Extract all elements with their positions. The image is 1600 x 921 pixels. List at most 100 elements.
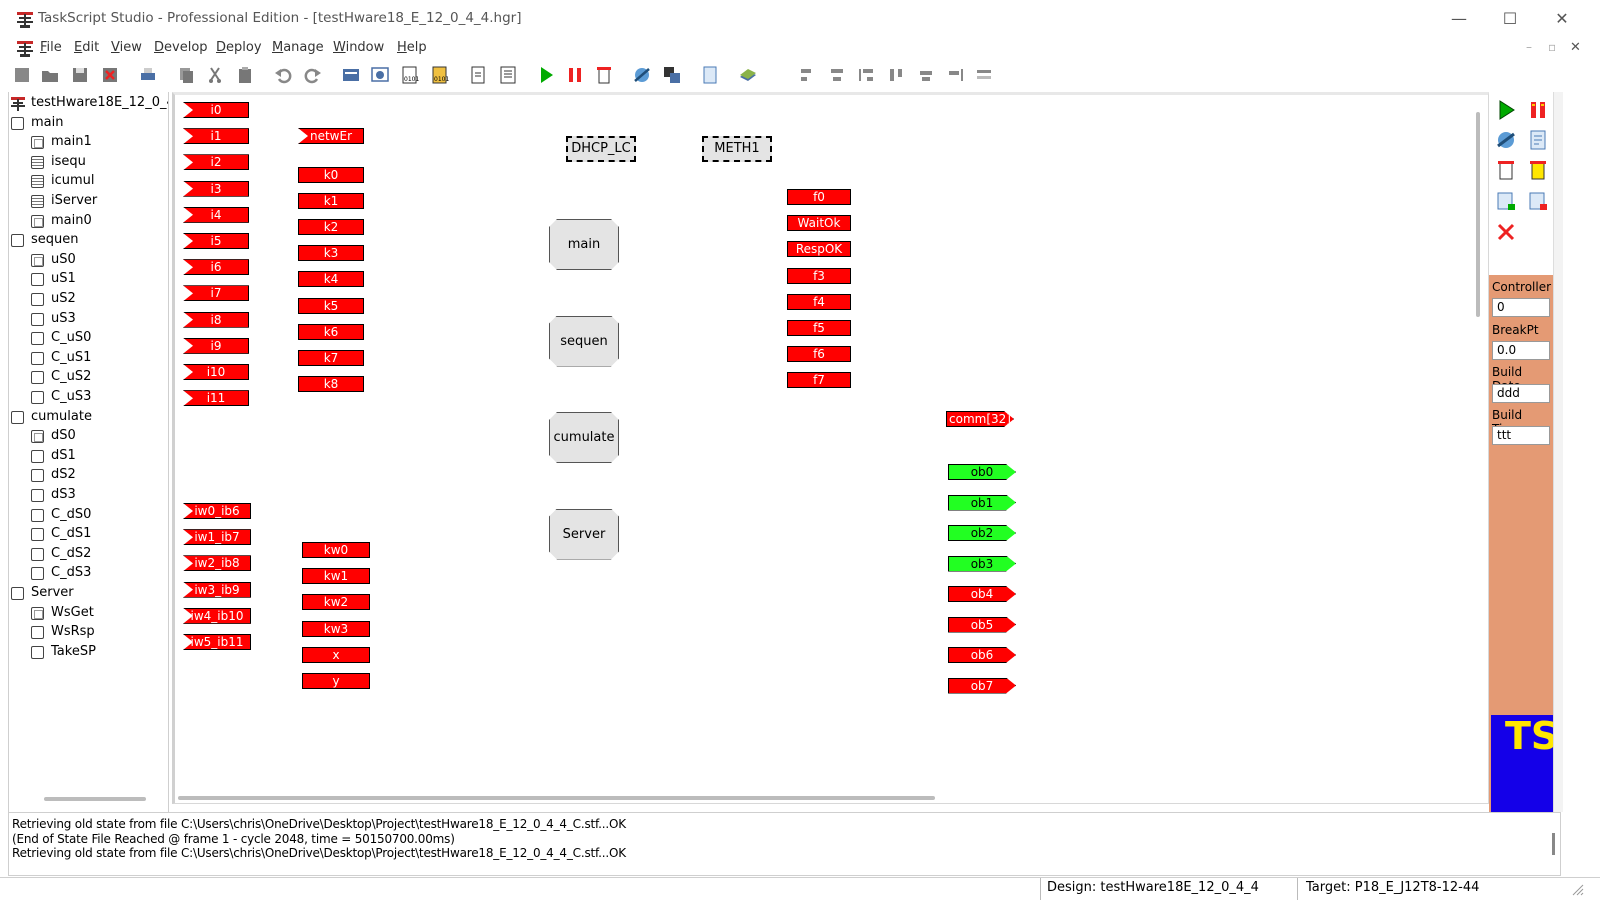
menu-item-manage[interactable]: Manage (272, 40, 324, 55)
state-variable[interactable]: k7 (298, 349, 364, 366)
canvas-vertical-scrollbar[interactable] (1476, 112, 1480, 317)
download-icon[interactable] (370, 65, 390, 85)
input-signal[interactable]: i8 (183, 311, 249, 328)
state-variable[interactable]: k8 (298, 375, 364, 392)
build-date-field[interactable]: ddd (1492, 384, 1550, 403)
input-word-signal[interactable]: iw3_ib9 (183, 581, 251, 598)
flag-variable[interactable]: f6 (787, 346, 851, 363)
input-word-signal[interactable]: iw5_ib11 (183, 634, 251, 650)
output-signal[interactable]: ob5 (948, 617, 1016, 633)
comm-buffer-variable[interactable]: comm[32] (946, 411, 1014, 427)
input-signal[interactable]: i5 (183, 233, 249, 249)
delete-icon[interactable] (1494, 220, 1518, 244)
output-signal[interactable]: ob2 (948, 525, 1016, 541)
connect-icon[interactable] (1494, 128, 1518, 152)
input-signal[interactable]: i11 (183, 390, 249, 407)
project-tree[interactable]: testHware18E_12_0_4_4mainmain1isequicumu… (8, 92, 169, 819)
menu-item-develop[interactable]: Develop (154, 40, 208, 55)
stop-icon[interactable] (594, 65, 614, 85)
pause-icon[interactable] (565, 65, 585, 85)
input-signal[interactable]: i3 (183, 180, 249, 197)
menu-item-deploy[interactable]: Deploy (216, 40, 262, 55)
flag-variable[interactable]: RespOK (787, 241, 851, 258)
open-icon[interactable] (40, 65, 60, 85)
state-variable[interactable]: k1 (298, 193, 364, 210)
book-icon[interactable] (738, 65, 758, 85)
output-signal[interactable]: ob6 (948, 647, 1016, 663)
menu-item-help[interactable]: Help (397, 40, 427, 55)
document-logo-icon[interactable] (16, 40, 34, 58)
compile-icon[interactable] (341, 65, 361, 85)
word-variable[interactable]: y (302, 673, 370, 689)
network-error-variable[interactable]: netwEr (298, 128, 364, 144)
copy-icon[interactable] (176, 65, 196, 85)
word-variable[interactable]: kw3 (302, 620, 370, 637)
refresh-doc-icon[interactable] (1526, 128, 1550, 152)
pause-icon[interactable] (1526, 98, 1550, 122)
align-middle-icon[interactable] (916, 65, 936, 85)
align-left-icon[interactable] (797, 65, 817, 85)
stop-icon[interactable] (1494, 158, 1518, 182)
distribute-icon[interactable] (974, 65, 994, 85)
controller-field[interactable]: 0 (1492, 298, 1550, 317)
flag-variable[interactable]: f5 (787, 320, 851, 336)
log-scrollbar[interactable] (1552, 833, 1555, 855)
word-variable[interactable]: x (302, 646, 370, 663)
mdi-close-button[interactable]: ✕ (1570, 40, 1581, 55)
input-signal[interactable]: i6 (183, 259, 249, 276)
input-signal[interactable]: i9 (183, 337, 249, 354)
align-center-icon[interactable] (827, 65, 847, 85)
hex-export-icon[interactable]: 0101 (430, 65, 450, 85)
input-word-signal[interactable]: iw1_ib7 (183, 529, 251, 546)
output-signal[interactable]: ob1 (948, 495, 1016, 511)
menu-item-view[interactable]: View (111, 40, 142, 55)
input-signal[interactable]: i4 (183, 206, 249, 223)
flag-variable[interactable]: f7 (787, 372, 851, 389)
state-variable[interactable]: k3 (298, 245, 364, 262)
paste-icon[interactable] (235, 65, 255, 85)
align-top-icon[interactable] (886, 65, 906, 85)
minimize-button[interactable]: — (1451, 9, 1467, 28)
connect-icon[interactable] (632, 65, 652, 85)
resize-grip-icon[interactable] (1570, 882, 1584, 896)
monitor-icon[interactable] (662, 65, 682, 85)
mdi-minimize-button[interactable]: – (1526, 40, 1532, 54)
close-file-icon[interactable] (100, 65, 120, 85)
maximize-button[interactable]: ☐ (1502, 9, 1518, 28)
output-log[interactable]: Retrieving old state from file C:\Users\… (8, 812, 1561, 876)
print-icon[interactable] (138, 65, 158, 85)
word-variable[interactable]: kw0 (302, 542, 370, 558)
task-node-sequen[interactable]: sequen (549, 316, 619, 367)
input-word-signal[interactable]: iw4_ib10 (183, 607, 251, 624)
input-signal[interactable]: i7 (183, 285, 249, 302)
output-signal[interactable]: ob7 (948, 678, 1016, 694)
input-word-signal[interactable]: iw2_ib8 (183, 555, 251, 572)
output-signal[interactable]: ob0 (948, 464, 1016, 480)
canvas-horizontal-scrollbar[interactable] (178, 796, 935, 800)
state-variable[interactable]: k0 (298, 167, 364, 183)
align-right-icon[interactable] (857, 65, 877, 85)
state-variable[interactable]: k6 (298, 323, 364, 340)
ethernet-block[interactable]: METH1 (702, 136, 772, 162)
task-node-server[interactable]: Server (549, 509, 619, 560)
download-state-icon[interactable] (1526, 189, 1550, 213)
input-word-signal[interactable]: iw0_ib6 (183, 503, 251, 519)
state-variable[interactable]: k4 (298, 271, 364, 288)
upload-state-icon[interactable] (1494, 189, 1518, 213)
breakpt-field[interactable]: 0.0 (1492, 341, 1550, 360)
menu-item-window[interactable]: Window (333, 40, 384, 55)
output-signal[interactable]: ob3 (948, 556, 1016, 572)
cut-icon[interactable] (205, 65, 225, 85)
flag-variable[interactable]: f3 (787, 267, 851, 284)
task-node-main[interactable]: main (549, 219, 619, 270)
input-signal[interactable]: i10 (183, 364, 249, 380)
step-icon[interactable] (1526, 158, 1550, 182)
align-bottom-icon[interactable] (945, 65, 965, 85)
input-signal[interactable]: i1 (183, 128, 249, 145)
close-button[interactable]: ✕ (1555, 9, 1569, 28)
flag-variable[interactable]: f0 (787, 189, 851, 205)
import-icon[interactable] (468, 65, 488, 85)
dhcp-block[interactable]: DHCP_LC (566, 136, 636, 162)
save-icon[interactable] (70, 65, 90, 85)
